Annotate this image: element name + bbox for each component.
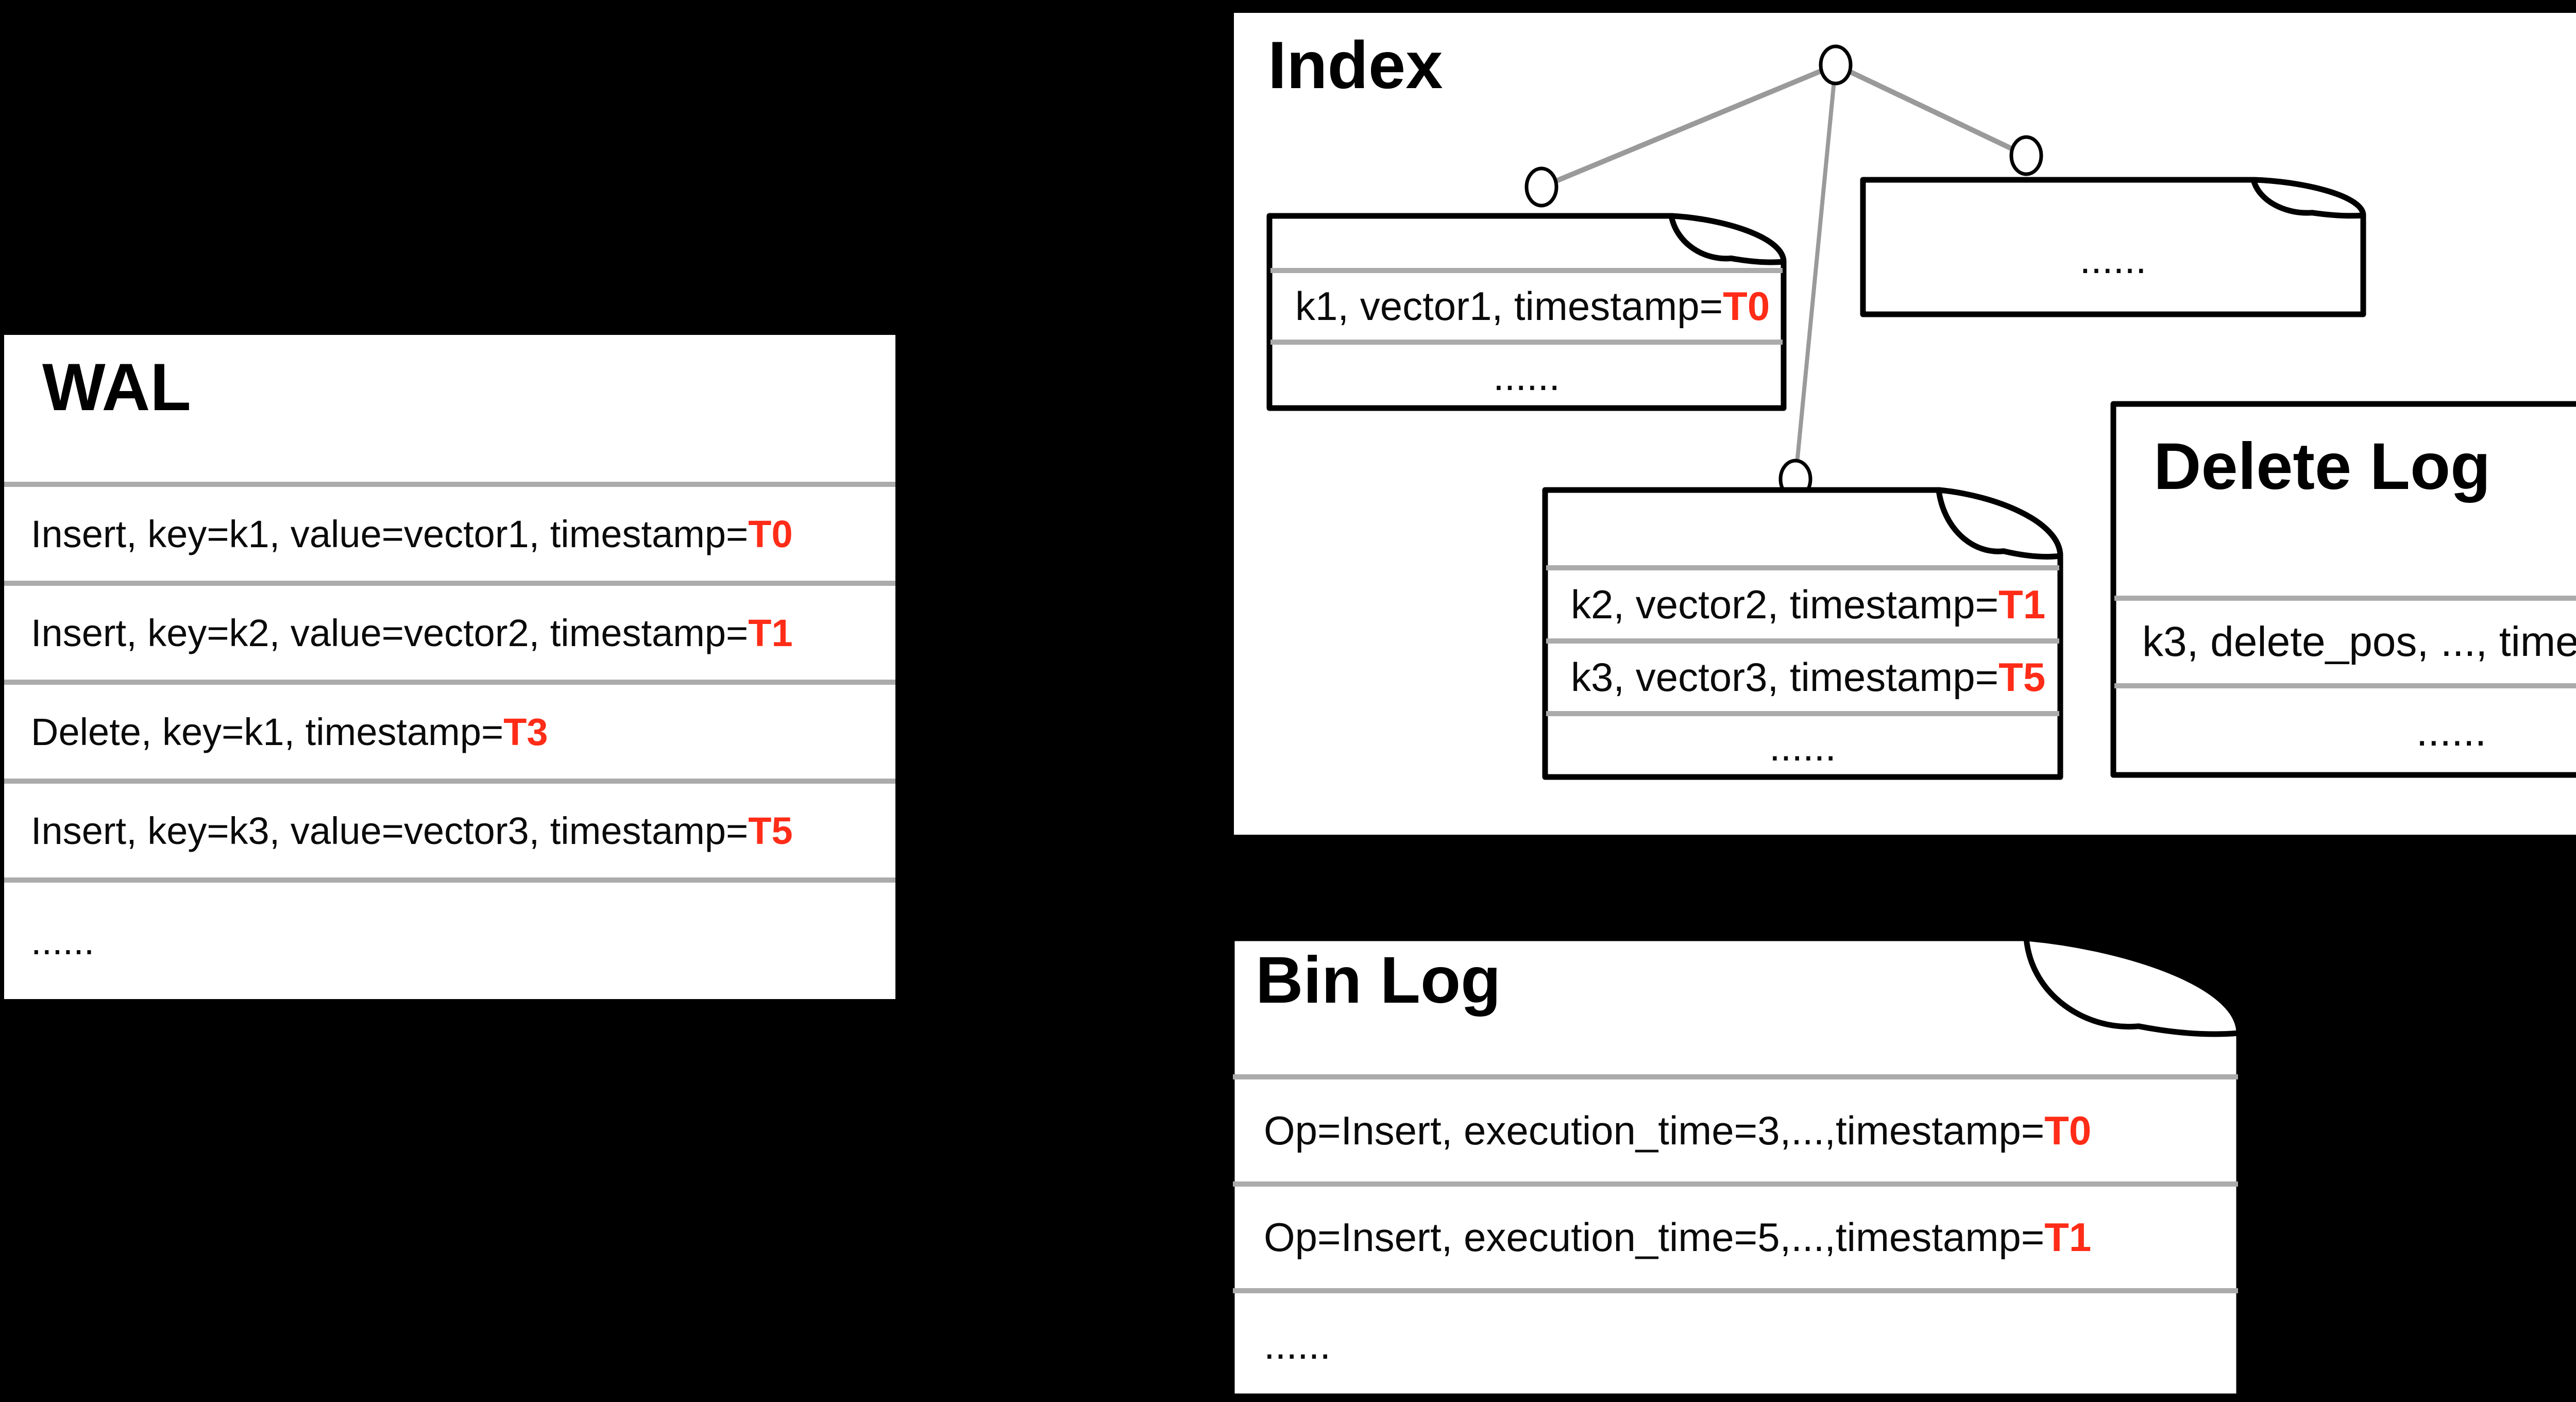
- tree-node-right: [2009, 135, 2043, 176]
- wal-panel: WAL Insert, key=k1, value=vector1, times…: [4, 335, 895, 999]
- timestamp-value: T5: [748, 809, 793, 852]
- page-outline: [1266, 213, 1787, 411]
- delete-log-title: Delete Log: [2154, 430, 2491, 503]
- bin-log-row-text: Op=Insert, execution_time=3,...,timestam…: [1264, 1107, 2045, 1153]
- wal-row-insert-k1: Insert, key=k1, value=vector1, timestamp…: [4, 482, 895, 581]
- segment-row-more: ......: [1270, 340, 1783, 408]
- tree-edge-root-left: [1540, 62, 1837, 190]
- folded-corner-icon: [1936, 487, 2063, 560]
- tree-edge-root-right: [1834, 62, 2028, 158]
- timestamp-value: T1: [1998, 581, 2046, 627]
- page-shape: [2110, 401, 2576, 778]
- segment-doc-other: ......: [1860, 177, 2366, 317]
- delete-log-row-more: ......: [2114, 683, 2576, 775]
- bin-log-row-more: ......: [1233, 1288, 2238, 1396]
- timestamp-value: T5: [1998, 654, 2046, 700]
- wal-row-insert-k3: Insert, key=k3, value=vector3, timestamp…: [4, 779, 895, 877]
- segment-row-more: ......: [1546, 711, 2059, 777]
- page-outline: [1542, 487, 2063, 780]
- bin-log-title: Bin Log: [1256, 943, 1501, 1017]
- timestamp-value: T0: [2044, 1107, 2092, 1153]
- bin-log-panel: Bin Log Op=Insert, execution_time=3,...,…: [1229, 935, 2242, 1399]
- wal-row-text: Insert, key=k2, value=vector2, timestamp…: [31, 611, 749, 654]
- bin-log-row-2: Op=Insert, execution_time=5,...,timestam…: [1233, 1181, 2238, 1288]
- timestamp-value: T1: [748, 611, 793, 654]
- bin-log-row-1: Op=Insert, execution_time=3,...,timestam…: [1233, 1074, 2238, 1181]
- segment-doc-k2k3: k2, vector2, timestamp=T1 k3, vector3, t…: [1542, 487, 2063, 780]
- tree-edge-root-middle: [1793, 64, 1838, 480]
- wal-row-text: Delete, key=k1, timestamp=: [31, 710, 504, 753]
- timestamp-value: T3: [503, 710, 548, 753]
- ellipsis-text: ......: [1493, 353, 1561, 399]
- folded-corner-icon: [1668, 213, 1787, 265]
- wal-row-insert-k2: Insert, key=k2, value=vector2, timestamp…: [4, 581, 895, 680]
- page-outline: [1229, 935, 2242, 1399]
- timestamp-value: T1: [2044, 1214, 2092, 1260]
- segment-row-k2: k2, vector2, timestamp=T1: [1546, 565, 2059, 638]
- delete-log-row: k3, delete_pos, ..., timestamp=T3: [2114, 596, 2576, 683]
- timestamp-value: T0: [748, 512, 793, 555]
- timestamp-value: T0: [1723, 283, 1770, 329]
- index-title: Index: [1268, 27, 1443, 103]
- delete-log-row-text: k3, delete_pos, ..., timestamp=: [2142, 618, 2576, 665]
- page-outline: [1860, 177, 2366, 317]
- ellipsis-text: ......: [1264, 1322, 1331, 1367]
- ellipsis-text: ......: [1769, 723, 1837, 769]
- segment-doc-k1: k1, vector1, timestamp=T0 ......: [1266, 213, 1787, 411]
- index-tree: [1524, 44, 2043, 500]
- wal-row-more: ......: [4, 877, 895, 999]
- folded-corner-icon: [2250, 177, 2366, 219]
- wal-row-text: Insert, key=k3, value=vector3, timestamp…: [31, 809, 749, 852]
- wal-title: WAL: [42, 349, 191, 425]
- tree-node-root: [1819, 44, 1853, 86]
- ellipsis-text: ......: [2079, 236, 2147, 282]
- folded-corner-icon: [2023, 935, 2242, 1037]
- tree-node-left: [1524, 166, 1558, 208]
- ellipsis-text: ......: [2416, 708, 2487, 755]
- segment-row-text: k1, vector1, timestamp=: [1295, 283, 1723, 329]
- page-outline: [2110, 401, 2576, 778]
- segment-row-more: ......: [1864, 208, 2362, 311]
- bin-log-row-text: Op=Insert, execution_time=5,...,timestam…: [1264, 1214, 2045, 1260]
- segment-row-text: k2, vector2, timestamp=: [1571, 581, 1999, 627]
- ellipsis-text: ......: [31, 919, 95, 962]
- segment-row-k1: k1, vector1, timestamp=T0: [1270, 268, 1783, 340]
- wal-row-delete-k1: Delete, key=k1, timestamp=T3: [4, 680, 895, 779]
- segment-row-k3: k3, vector3, timestamp=T5: [1546, 638, 2059, 711]
- delete-log-panel: Delete Log k3, delete_pos, ..., timestam…: [2110, 401, 2576, 778]
- segment-row-text: k3, vector3, timestamp=: [1571, 654, 1999, 700]
- wal-row-text: Insert, key=k1, value=vector1, timestamp…: [31, 512, 749, 555]
